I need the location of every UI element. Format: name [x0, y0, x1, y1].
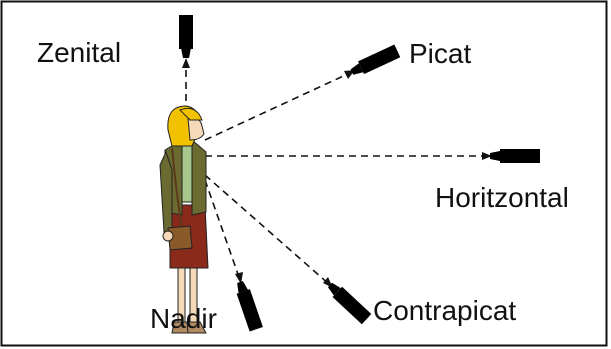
label-contrapicat: Contrapicat: [373, 295, 516, 326]
camera-zenital-icon: [179, 15, 193, 58]
arrowhead-nadir: [235, 272, 243, 284]
sight-lines: [185, 62, 488, 286]
label-nadir: Nadir: [150, 303, 217, 334]
sight-line-contrapicat: [204, 174, 331, 286]
sight-line-picat: [204, 71, 353, 141]
arrowhead-zenital: [182, 58, 190, 68]
label-horitzontal: Horitzontal: [435, 182, 569, 213]
label-picat: Picat: [409, 38, 471, 69]
sight-line-nadir: [204, 179, 241, 281]
woman-figure-icon: [159, 105, 209, 334]
label-zenital: Zenital: [37, 37, 121, 68]
arrowhead-horitzontal: [482, 152, 492, 160]
